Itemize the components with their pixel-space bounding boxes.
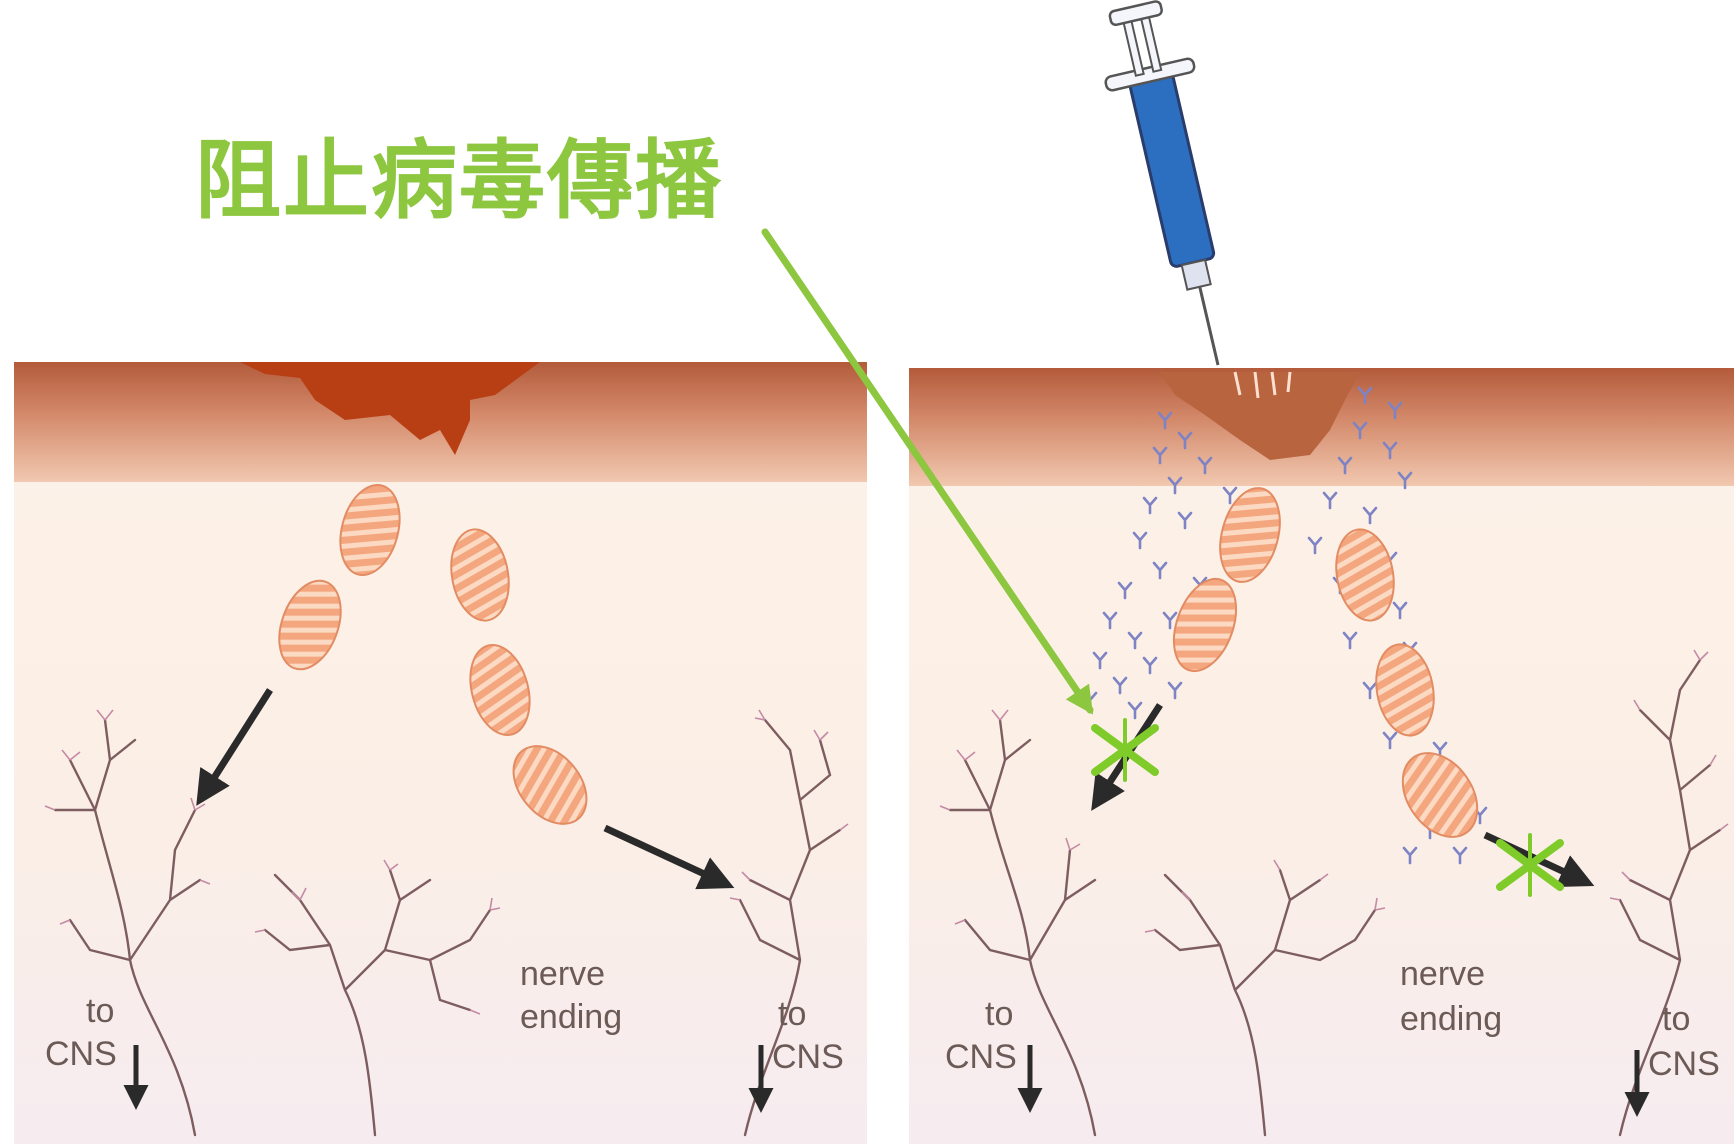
- syringe-icon: [1105, 0, 1218, 365]
- cns-cns: CNS: [45, 1035, 117, 1073]
- nerve-label-line1: nerve: [1400, 955, 1485, 993]
- nerve-label-line2: ending: [520, 998, 622, 1036]
- tissue-right: [909, 370, 1734, 1144]
- nerve-label-line2: ending: [1400, 1000, 1502, 1038]
- cns-to: to: [778, 995, 806, 1033]
- panel-left: nerve ending to CNS to CNS: [14, 362, 867, 1144]
- cns-to: to: [985, 995, 1013, 1033]
- cns-cns: CNS: [945, 1038, 1017, 1076]
- nerve-label-line1: nerve: [520, 955, 605, 993]
- panel-right: nerve ending to CNS to CNS: [909, 0, 1734, 1144]
- cns-cns: CNS: [1648, 1045, 1720, 1083]
- cns-cns: CNS: [772, 1038, 844, 1076]
- cns-to: to: [1662, 1000, 1690, 1038]
- cns-to: to: [86, 992, 114, 1030]
